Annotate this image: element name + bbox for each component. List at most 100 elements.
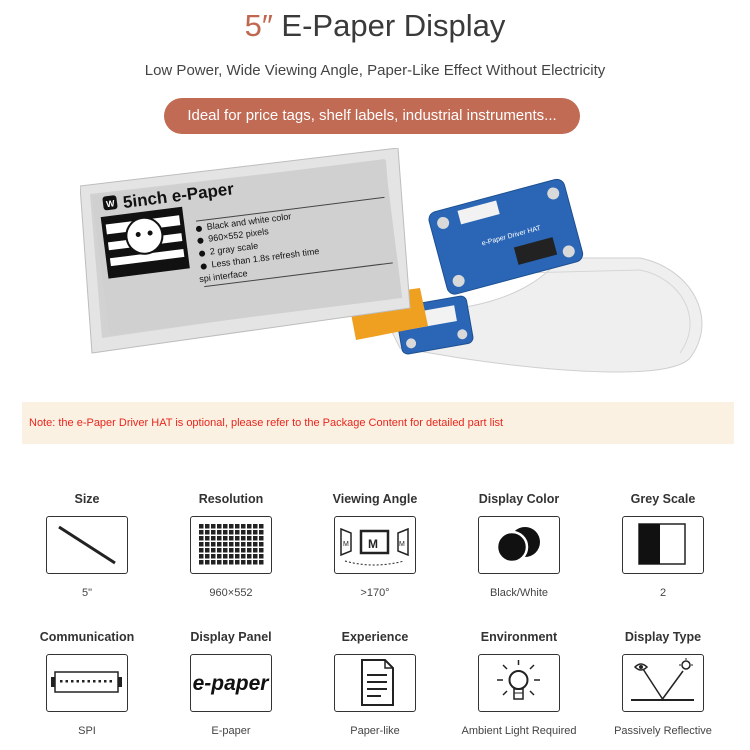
pixel-cell bbox=[253, 542, 258, 547]
spec-display-panel: Display Panel e-paper E-paper bbox=[159, 630, 303, 737]
pixel-cell bbox=[205, 554, 210, 559]
page-subtitle: Low Power, Wide Viewing Angle, Paper-Lik… bbox=[144, 62, 606, 79]
pixel-cell bbox=[211, 554, 216, 559]
pixel-cell bbox=[223, 554, 228, 559]
pixel-cell bbox=[211, 530, 216, 535]
e-paper-icon-text: e-paper bbox=[193, 672, 270, 695]
spec-label: Grey Scale bbox=[630, 492, 696, 506]
pixel-cell bbox=[241, 530, 246, 535]
connector-pin bbox=[109, 680, 112, 683]
pixel-cell bbox=[253, 536, 258, 541]
svg-text:M: M bbox=[343, 541, 349, 548]
pixel-cell bbox=[217, 536, 222, 541]
spec-label: Display Type bbox=[624, 630, 702, 644]
pixel-cell bbox=[229, 536, 234, 541]
pixel-cell bbox=[223, 542, 228, 547]
document-icon bbox=[334, 654, 416, 712]
page-title: 5″ E-Paper Display bbox=[0, 8, 750, 44]
spec-value: 2 bbox=[659, 587, 667, 599]
pixel-cell bbox=[235, 524, 240, 529]
spec-value: E-paper bbox=[211, 725, 251, 737]
pixel-cell bbox=[229, 542, 234, 547]
spec-environment: Environment Ambient Light Required bbox=[447, 630, 591, 737]
note-banner: Note: the e-Paper Driver HAT is optional… bbox=[22, 402, 734, 444]
black-white-circles-icon bbox=[478, 516, 560, 574]
pixel-cell bbox=[229, 548, 234, 553]
light-bulb-icon bbox=[478, 654, 560, 712]
pixel-cell bbox=[259, 524, 264, 529]
spec-label: Resolution bbox=[198, 492, 264, 506]
pixel-cell bbox=[217, 548, 222, 553]
reflective-icon bbox=[622, 654, 704, 712]
title-text: E-Paper Display bbox=[272, 8, 506, 43]
pixel-cell bbox=[259, 542, 264, 547]
pixel-cell bbox=[241, 536, 246, 541]
pixel-cell bbox=[259, 548, 264, 553]
svg-text:M: M bbox=[399, 541, 405, 548]
spec-label: Viewing Angle bbox=[332, 492, 418, 506]
pixel-cell bbox=[241, 548, 246, 553]
pixel-cell bbox=[259, 560, 264, 565]
spec-label: Communication bbox=[39, 630, 135, 644]
spec-label: Experience bbox=[341, 630, 409, 644]
pixel-cell bbox=[235, 560, 240, 565]
connector-pin bbox=[98, 680, 101, 683]
pixel-cell bbox=[253, 560, 258, 565]
pixel-cell bbox=[223, 560, 228, 565]
pixel-cell bbox=[247, 542, 252, 547]
pixel-cell bbox=[217, 560, 222, 565]
grey-scale-icon bbox=[622, 516, 704, 574]
e-paper-panel: W 5inch e-Paper Black and white color 96… bbox=[79, 147, 411, 354]
pixel-cell bbox=[247, 560, 252, 565]
spec-value: 5" bbox=[81, 587, 93, 599]
pixel-cell bbox=[211, 524, 216, 529]
connector-pin bbox=[82, 680, 85, 683]
pixel-cell bbox=[211, 560, 216, 565]
pixel-cell bbox=[205, 536, 210, 541]
pixel-cell bbox=[217, 524, 222, 529]
pixel-cell bbox=[199, 548, 204, 553]
spec-label: Size bbox=[74, 492, 100, 506]
pixel-cell bbox=[223, 524, 228, 529]
pixel-cell bbox=[235, 530, 240, 535]
pixel-cell bbox=[205, 560, 210, 565]
spec-value: Ambient Light Required bbox=[461, 725, 577, 737]
pixel-cell bbox=[217, 554, 222, 559]
pixel-cell bbox=[247, 536, 252, 541]
connector-pin bbox=[71, 680, 74, 683]
spec-value: Passively Reflective bbox=[614, 725, 712, 737]
pixel-cell bbox=[211, 536, 216, 541]
connector-pin bbox=[104, 680, 107, 683]
svg-text:M: M bbox=[368, 537, 378, 551]
pixel-cell bbox=[199, 542, 204, 547]
title-accent: 5″ bbox=[244, 8, 273, 43]
pixel-cell bbox=[199, 554, 204, 559]
pixel-cell bbox=[223, 536, 228, 541]
pixel-cell bbox=[253, 530, 258, 535]
spec-resolution: Resolution 960×552 bbox=[159, 492, 303, 599]
pixel-cell bbox=[199, 530, 204, 535]
pixel-cell bbox=[229, 530, 234, 535]
pixel-cell bbox=[247, 554, 252, 559]
pixel-cell bbox=[229, 560, 234, 565]
pixel-cell bbox=[217, 542, 222, 547]
pixel-cell bbox=[223, 530, 228, 535]
pixel-cell bbox=[229, 554, 234, 559]
connector-pin bbox=[93, 680, 96, 683]
driver-hat-board: e-Paper Driver HAT bbox=[428, 178, 584, 295]
pixel-cell bbox=[241, 542, 246, 547]
pixel-cell bbox=[247, 524, 252, 529]
spec-experience: Experience Paper-like bbox=[303, 630, 447, 737]
pixel-cell bbox=[205, 530, 210, 535]
pixel-cell bbox=[217, 530, 222, 535]
pixel-cell bbox=[259, 554, 264, 559]
pixel-cell bbox=[205, 548, 210, 553]
spec-display-type: Display Type Passively Reflective bbox=[591, 630, 735, 737]
pixel-cell bbox=[235, 542, 240, 547]
pixel-cell bbox=[211, 542, 216, 547]
pixel-cell bbox=[205, 524, 210, 529]
spec-grey-scale: Grey Scale 2 bbox=[591, 492, 735, 599]
pixel-cell bbox=[199, 524, 204, 529]
pixel-cell bbox=[253, 554, 258, 559]
spec-value: >170° bbox=[360, 587, 390, 599]
